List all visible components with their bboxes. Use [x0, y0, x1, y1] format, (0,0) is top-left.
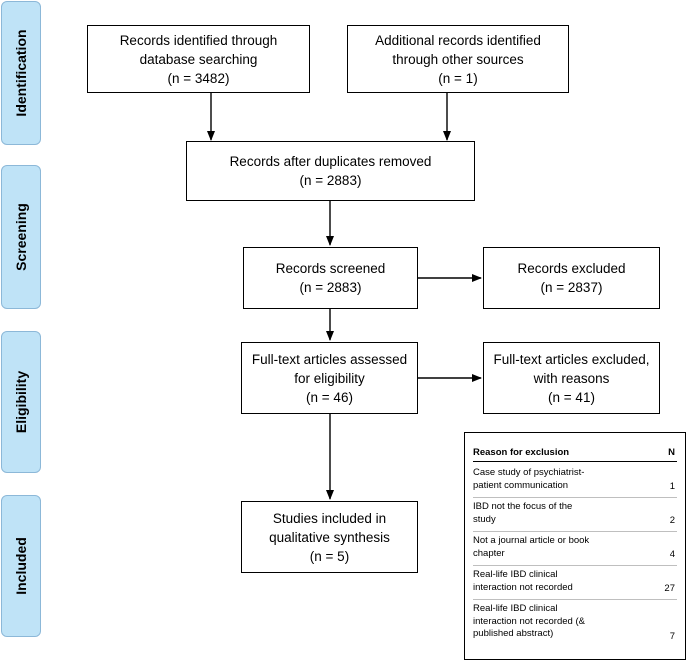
box-studies-included: Studies included in qualitative synthesi… — [241, 501, 418, 573]
box-duplicates-removed: Records after duplicates removed (n = 28… — [186, 141, 475, 201]
box-records-screened: Records screened (n = 2883) — [243, 247, 418, 309]
box-other-sources: Additional records identified through ot… — [347, 25, 569, 93]
box-records-excluded: Records excluded (n = 2837) — [483, 247, 660, 309]
phase-eligibility: Eligibility — [1, 331, 41, 473]
table-row: Not a journal article or book chapter 4 — [473, 535, 677, 566]
phase-identification: Identification — [1, 1, 41, 145]
row-count: 4 — [669, 549, 675, 560]
table-row: IBD not the focus of the study 2 — [473, 501, 677, 532]
box-fulltext-excluded: Full-text articles excluded, with reason… — [483, 342, 660, 414]
table-row: Real-life IBD clinical interaction not r… — [473, 569, 677, 600]
exclusion-reasons-table: Reason for exclusion N Case study of psy… — [464, 432, 686, 660]
row-count: 2 — [669, 515, 675, 526]
phase-included: Included — [1, 495, 41, 637]
table-row: Case study of psychiatrist- patient comm… — [473, 467, 677, 498]
phase-screening: Screening — [1, 165, 41, 309]
box-database-search: Records identified through database sear… — [87, 25, 310, 93]
table-header: Reason for exclusion N — [473, 447, 677, 462]
box-fulltext-assessed: Full-text articles assessed for eligibil… — [241, 342, 418, 414]
header-reason: Reason for exclusion — [473, 447, 570, 458]
table-row: Real-life IBD clinical interaction not r… — [473, 603, 675, 642]
row-count: 1 — [669, 481, 675, 492]
row-count: 27 — [664, 583, 675, 594]
header-n: N — [668, 447, 675, 458]
row-count: 7 — [669, 631, 675, 642]
